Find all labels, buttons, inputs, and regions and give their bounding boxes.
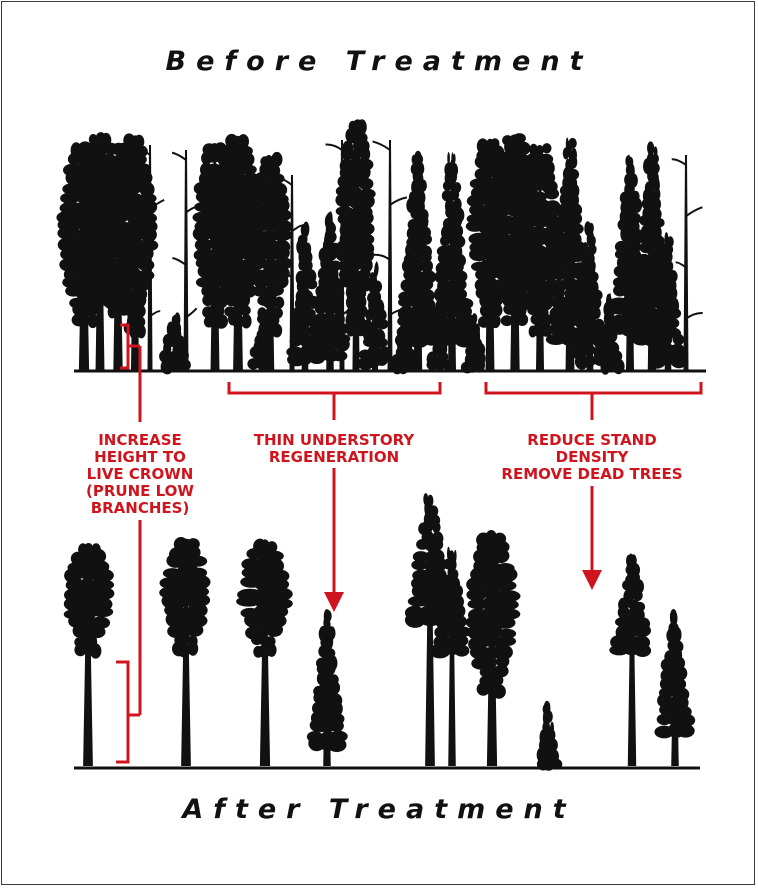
after-tree [537,701,563,771]
after-tree [236,539,293,766]
reduce-bracket [486,382,701,393]
after-tree [159,537,210,766]
prune-bracket-after [116,662,128,762]
thin-annotation: THIN UNDERSTORY REGENERATION [244,432,424,466]
after-tree [466,530,521,766]
thin-arrow-head [324,592,344,612]
prune-annotation: INCREASE HEIGHT TO LIVE CROWN (PRUNE LOW… [78,432,202,517]
after-tree [609,553,651,766]
annotation-brackets [116,325,701,762]
after-tree [307,609,348,766]
reduce-annotation: REDUCE STAND DENSITY REMOVE DEAD TREES [492,432,692,483]
after-tree [64,543,115,766]
after-treatment-stand [64,493,696,771]
reduce-arrow-head [582,570,602,590]
after-tree [654,609,695,766]
before-treatment-stand [56,119,702,375]
thin-bracket [229,382,440,393]
